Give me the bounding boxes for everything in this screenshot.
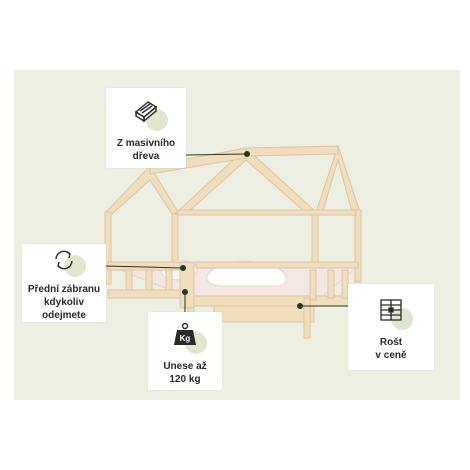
weight-kg-icon: Kg [167, 316, 207, 354]
wood-plank-icon [128, 93, 168, 131]
feature-label-solid-wood: Z masivního dřeva [116, 138, 176, 162]
rotate-arrows-icon [46, 244, 86, 277]
bed-side-rails [107, 261, 359, 339]
leader-lines [105, 151, 348, 312]
bed-house-frame [104, 144, 362, 299]
feature-card-solid-wood: Z masivního dřeva [106, 88, 186, 168]
feature-card-removable-rail: Přední zábranu kdykoliv odejmete [22, 244, 106, 322]
feature-label-slatted-base: Rošt v ceně [375, 337, 407, 361]
feature-card-load-capacity: Kg Unese až 120 kg [148, 312, 222, 390]
slatted-base-icon [373, 292, 413, 330]
feature-card-slatted-base: Rošt v ceně [348, 284, 434, 370]
feature-label-load-capacity: Unese až 120 kg [163, 361, 207, 385]
weight-kg-text: Kg [180, 334, 191, 343]
feature-label-removable-rail: Přední zábranu kdykoliv odejmete [27, 284, 101, 321]
